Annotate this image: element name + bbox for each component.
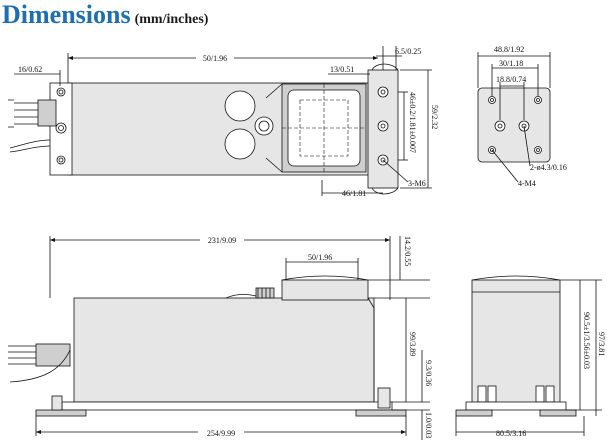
top-view: 50/1.96 16/0.62 6.5/0.25 13/0.51 46±0.2/… xyxy=(8,46,439,198)
top-round-2 xyxy=(224,128,256,160)
end-side-body xyxy=(471,279,561,405)
end-top-plate xyxy=(477,87,551,163)
side-housing xyxy=(73,297,375,403)
dim-side-feet: 1.0/0.03 xyxy=(424,412,433,438)
dim-top-left-offset: 16/0.62 xyxy=(18,65,42,74)
dim-end-screws: 4-M4 xyxy=(518,179,536,188)
dim-side-height-top: 14.2/0.55 xyxy=(403,236,412,266)
end-view-side: 80.5/3.16 90.5±1/3.56±0.03 97/3.81 xyxy=(455,275,606,438)
side-view: 231/9.09 50/1.96 14.2/0.55 99/3.89 9.3/0… xyxy=(8,233,433,440)
title-main: Dimensions xyxy=(2,0,131,29)
side-top-module xyxy=(281,279,369,301)
dim-top-right-offset: 6.5/0.25 xyxy=(395,47,421,56)
top-round-1 xyxy=(224,90,256,122)
dim-side-overall-bottom: 254/9.99 xyxy=(207,429,235,438)
side-connector xyxy=(35,343,71,367)
dimensions-title: Dimensions (mm/inches) xyxy=(2,0,208,30)
dim-end-side-height-b: 97/3.81 xyxy=(597,332,606,356)
dim-end-hole-spacing: 30/1.18 xyxy=(499,59,523,68)
end-view-top: 48.8/1.92 30/1.18 18.8/0.74 2-ø4.3/0.16 … xyxy=(477,45,567,188)
dim-end-side-height-a: 90.5±1/3.56±0.03 xyxy=(582,312,591,369)
title-units: (mm/inches) xyxy=(134,12,209,27)
dim-top-screw: 3-M6 xyxy=(408,179,426,188)
dim-end-holes: 2-ø4.3/0.16 xyxy=(530,163,567,172)
dim-top-bottom-width: 46/1.81 xyxy=(342,189,366,198)
top-connector xyxy=(37,99,57,127)
dim-top-hole-spacing: 46±0.2/1.81±0.007 xyxy=(408,92,417,153)
side-base xyxy=(61,401,393,411)
dim-end-inner-spacing: 18.8/0.74 xyxy=(496,75,526,84)
dim-top-lug-offset: 13/0.51 xyxy=(330,65,354,74)
dim-end-side-width: 80.5/3.16 xyxy=(496,429,526,438)
dim-side-top-width: 50/1.96 xyxy=(308,253,332,262)
dim-end-width: 48.8/1.92 xyxy=(494,45,524,54)
dim-side-base-height: 9.3/0.36 xyxy=(424,360,433,386)
dim-side-body-height: 99/3.89 xyxy=(408,332,417,356)
dim-side-overall-top: 231/9.09 xyxy=(208,236,236,245)
dim-top-length: 50/1.96 xyxy=(203,54,227,63)
end-side-base xyxy=(465,401,567,411)
dim-top-height: 59/2.32 xyxy=(430,105,439,129)
